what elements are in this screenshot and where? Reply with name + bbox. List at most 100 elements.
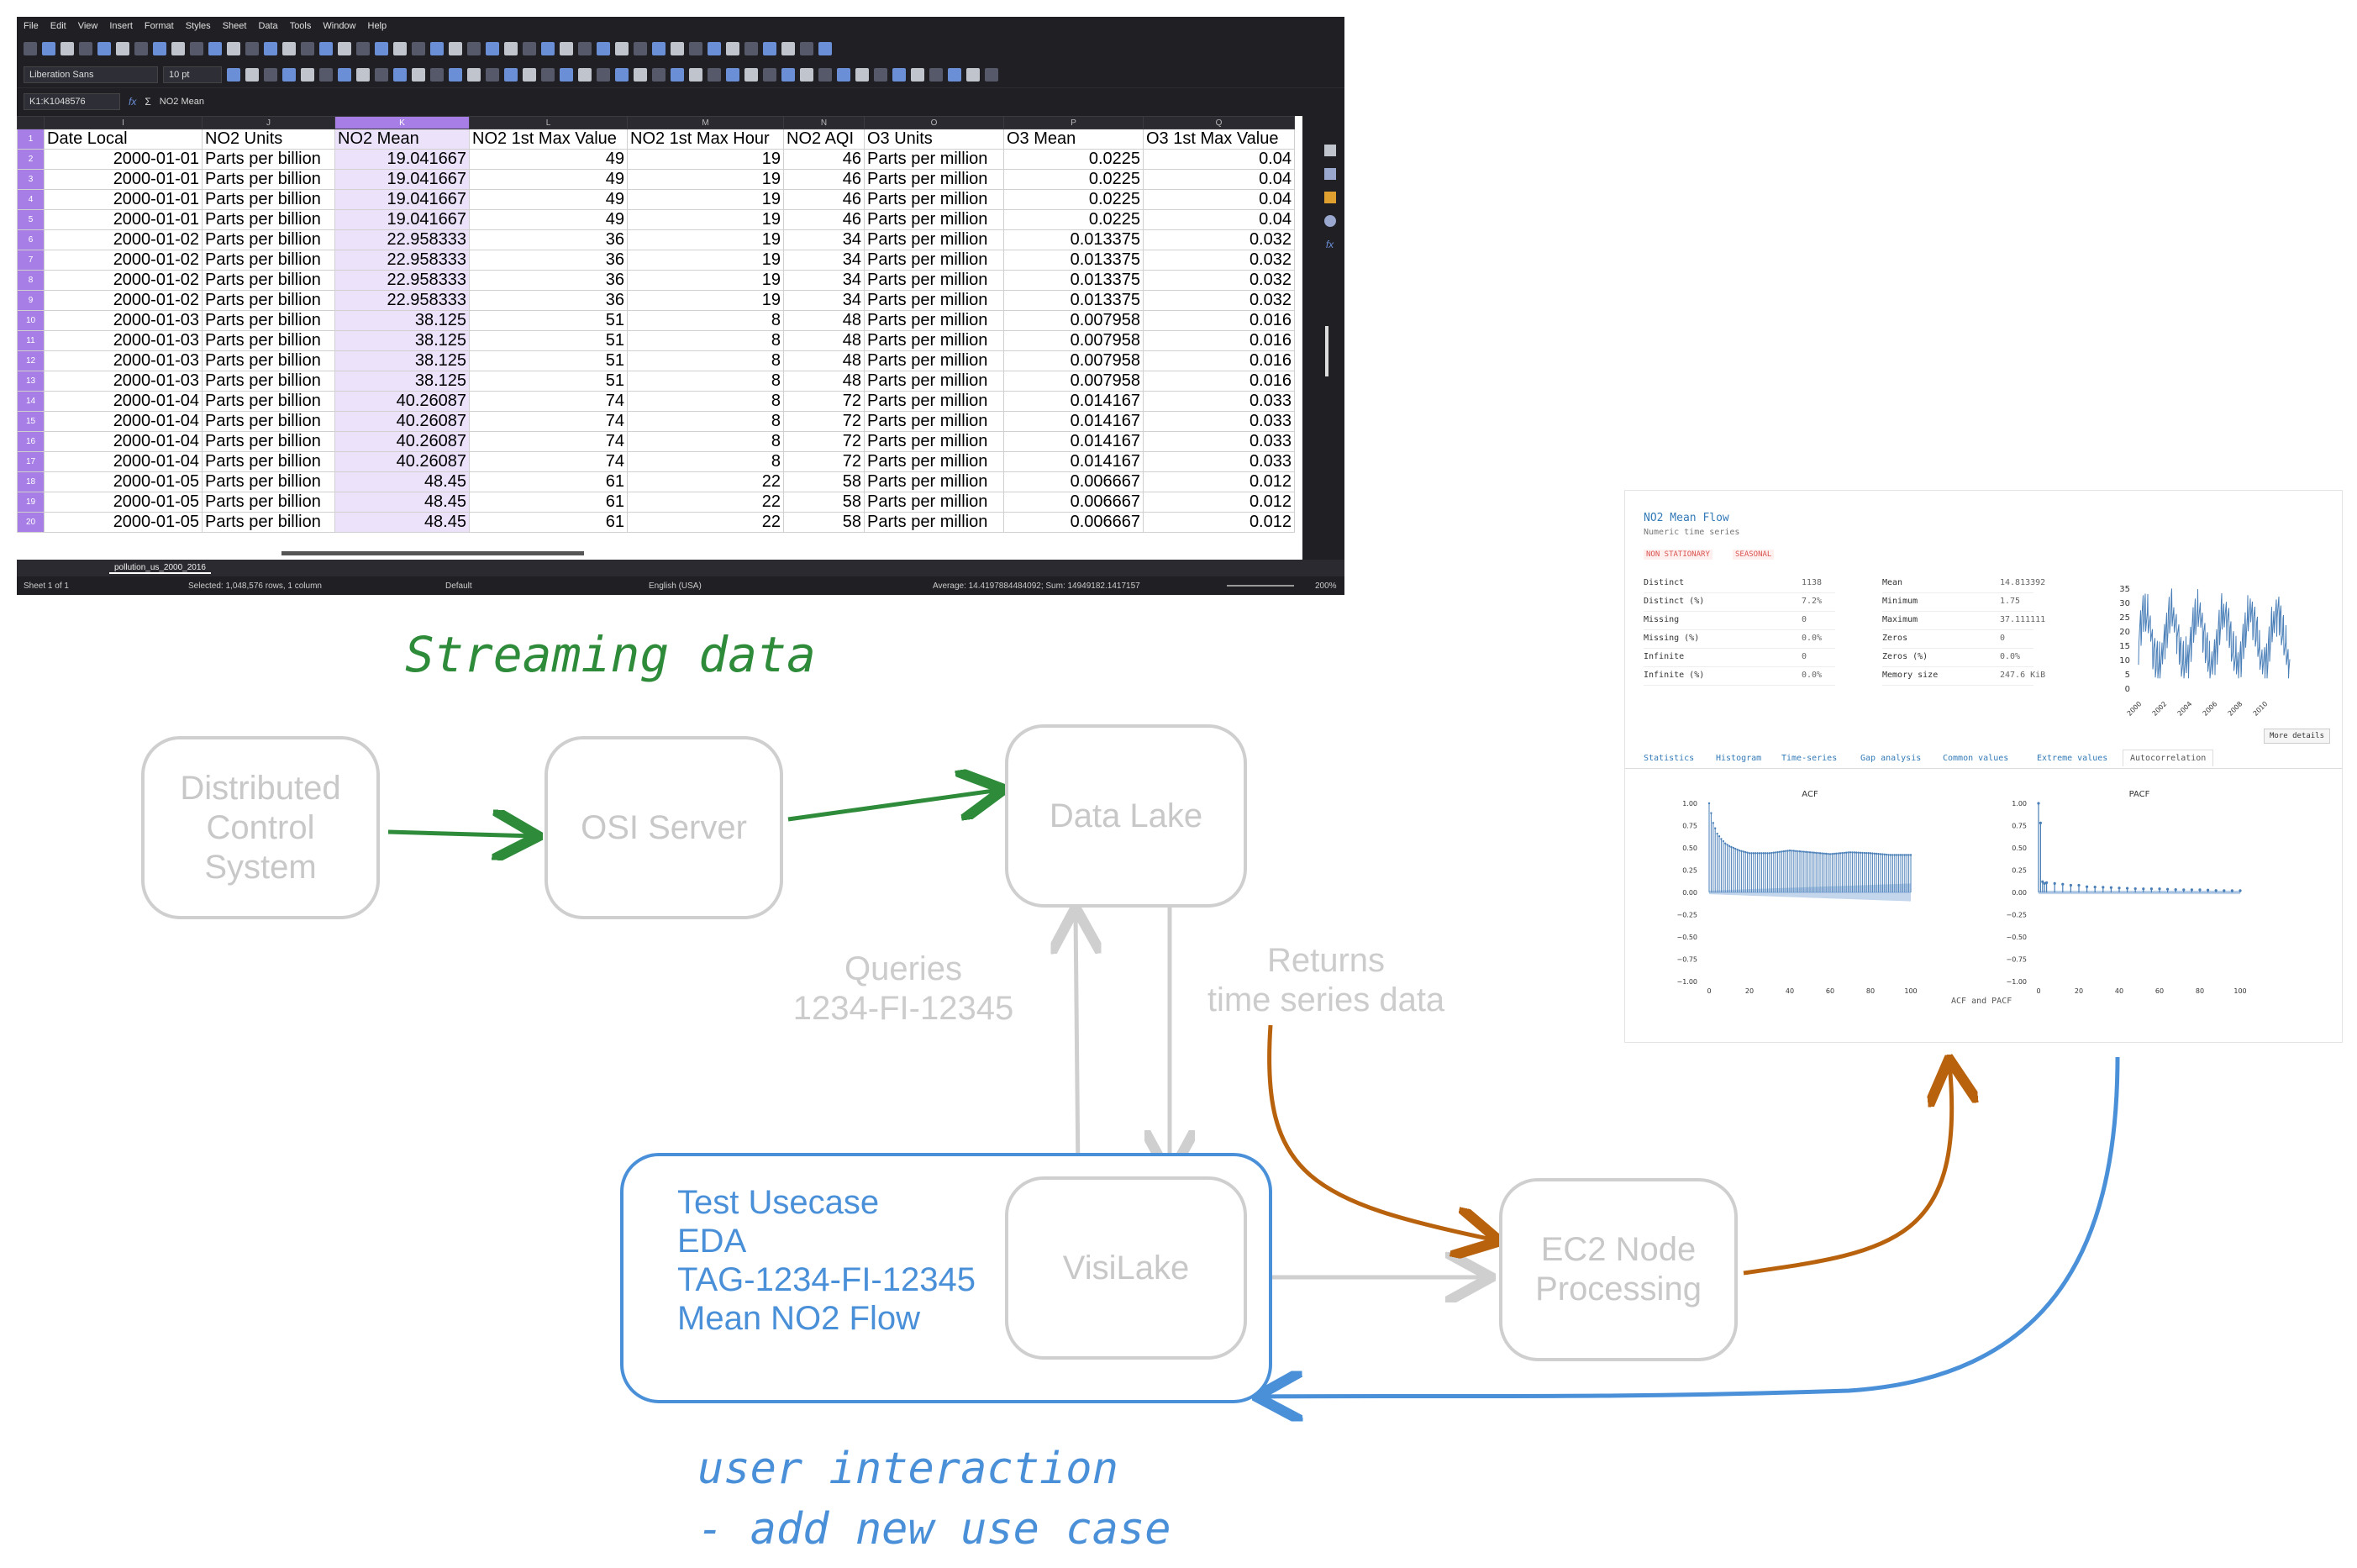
cell[interactable]: 22: [627, 512, 784, 533]
cell[interactable]: Parts per billion: [202, 451, 335, 472]
cell[interactable]: 38.125: [334, 371, 470, 392]
cell[interactable]: 61: [469, 512, 628, 533]
format-button-icon[interactable]: [412, 68, 425, 82]
cell[interactable]: Parts per billion: [202, 229, 335, 250]
cell[interactable]: 48: [783, 330, 865, 351]
cell[interactable]: 2000-01-01: [44, 169, 203, 190]
cell[interactable]: 0.04: [1143, 169, 1295, 190]
format-button-icon[interactable]: [818, 68, 832, 82]
cell[interactable]: Parts per billion: [202, 330, 335, 351]
cell[interactable]: 0.032: [1143, 270, 1295, 291]
cell[interactable]: 58: [783, 471, 865, 492]
format-button-icon[interactable]: [911, 68, 924, 82]
format-button-icon[interactable]: [800, 68, 813, 82]
cell[interactable]: 0.006667: [1003, 512, 1144, 533]
toolbar-button-icon[interactable]: [97, 42, 111, 55]
zoom-slider[interactable]: [1227, 585, 1294, 587]
cell[interactable]: 2000-01-01: [44, 189, 203, 210]
cell[interactable]: 74: [469, 451, 628, 472]
cell[interactable]: Parts per billion: [202, 512, 335, 533]
cell[interactable]: 2000-01-03: [44, 330, 203, 351]
sum-icon[interactable]: Σ: [145, 96, 151, 108]
toolbar-button-icon[interactable]: [800, 42, 813, 55]
vertical-scrollbar[interactable]: [1325, 326, 1328, 376]
cell[interactable]: Parts per million: [864, 310, 1004, 331]
format-button-icon[interactable]: [837, 68, 850, 82]
format-button-icon[interactable]: [449, 68, 462, 82]
navigator-icon[interactable]: [1323, 215, 1336, 227]
cell[interactable]: 0.0225: [1003, 189, 1144, 210]
row-header[interactable]: 12: [17, 350, 45, 371]
toolbar-button-icon[interactable]: [708, 42, 721, 55]
cell[interactable]: 2000-01-04: [44, 431, 203, 452]
cell[interactable]: Parts per million: [864, 492, 1004, 513]
toolbar-button-icon[interactable]: [726, 42, 739, 55]
menu-item-tools[interactable]: Tools: [289, 21, 312, 31]
cell[interactable]: 19: [627, 250, 784, 271]
cell[interactable]: Date Local: [44, 129, 203, 150]
cell[interactable]: 19: [627, 290, 784, 311]
format-button-icon[interactable]: [504, 68, 518, 82]
cell[interactable]: 49: [469, 169, 628, 190]
toolbar-button-icon[interactable]: [24, 42, 37, 55]
cell[interactable]: 0.016: [1143, 330, 1295, 351]
toolbar-button-icon[interactable]: [245, 42, 259, 55]
format-button-icon[interactable]: [467, 68, 481, 82]
format-button-icon[interactable]: [319, 68, 333, 82]
cell[interactable]: 46: [783, 169, 865, 190]
toolbar-button-icon[interactable]: [264, 42, 277, 55]
cell[interactable]: NO2 Units: [202, 129, 335, 150]
tab-common-values[interactable]: Common values: [1943, 754, 2009, 763]
cell[interactable]: 51: [469, 310, 628, 331]
cell[interactable]: 0.007958: [1003, 350, 1144, 371]
cell[interactable]: Parts per million: [864, 149, 1004, 170]
cell[interactable]: 40.26087: [334, 431, 470, 452]
cell[interactable]: Parts per billion: [202, 169, 335, 190]
format-button-icon[interactable]: [541, 68, 555, 82]
toolbar-button-icon[interactable]: [42, 42, 55, 55]
cell[interactable]: 72: [783, 411, 865, 432]
tab-time-series[interactable]: Time-series: [1781, 754, 1838, 763]
cell[interactable]: Parts per billion: [202, 492, 335, 513]
format-button-icon[interactable]: [264, 68, 277, 82]
format-button-icon[interactable]: [726, 68, 739, 82]
cell[interactable]: 36: [469, 250, 628, 271]
cell[interactable]: 38.125: [334, 350, 470, 371]
cell[interactable]: 34: [783, 250, 865, 271]
cell[interactable]: 0.013375: [1003, 290, 1144, 311]
toolbar-button-icon[interactable]: [375, 42, 388, 55]
cell[interactable]: 49: [469, 209, 628, 230]
cell[interactable]: 22.958333: [334, 229, 470, 250]
cell[interactable]: 48.45: [334, 492, 470, 513]
cell[interactable]: Parts per billion: [202, 290, 335, 311]
cell[interactable]: 48.45: [334, 471, 470, 492]
cell[interactable]: Parts per million: [864, 330, 1004, 351]
cell[interactable]: 34: [783, 229, 865, 250]
cell[interactable]: 40.26087: [334, 391, 470, 412]
cell[interactable]: Parts per million: [864, 290, 1004, 311]
cell[interactable]: O3 Mean: [1003, 129, 1144, 150]
cell[interactable]: 0.007958: [1003, 330, 1144, 351]
row-header[interactable]: 6: [17, 229, 45, 250]
format-button-icon[interactable]: [634, 68, 647, 82]
cell[interactable]: 2000-01-05: [44, 492, 203, 513]
format-button-icon[interactable]: [781, 68, 795, 82]
cell[interactable]: 2000-01-01: [44, 209, 203, 230]
format-button-icon[interactable]: [671, 68, 684, 82]
cell[interactable]: 2000-01-05: [44, 512, 203, 533]
cell[interactable]: 72: [783, 431, 865, 452]
toolbar-button-icon[interactable]: [467, 42, 481, 55]
cell[interactable]: 0.016: [1143, 310, 1295, 331]
menu-item-sheet[interactable]: Sheet: [222, 21, 247, 31]
column-header[interactable]: I: [44, 116, 203, 129]
cell[interactable]: 36: [469, 270, 628, 291]
cell[interactable]: 49: [469, 149, 628, 170]
cell[interactable]: 19: [627, 149, 784, 170]
cell[interactable]: 46: [783, 149, 865, 170]
toolbar-button-icon[interactable]: [412, 42, 425, 55]
row-header[interactable]: 11: [17, 330, 45, 351]
cell[interactable]: 46: [783, 189, 865, 210]
cell[interactable]: 0.033: [1143, 431, 1295, 452]
cell[interactable]: 72: [783, 391, 865, 412]
row-header[interactable]: 15: [17, 411, 45, 432]
